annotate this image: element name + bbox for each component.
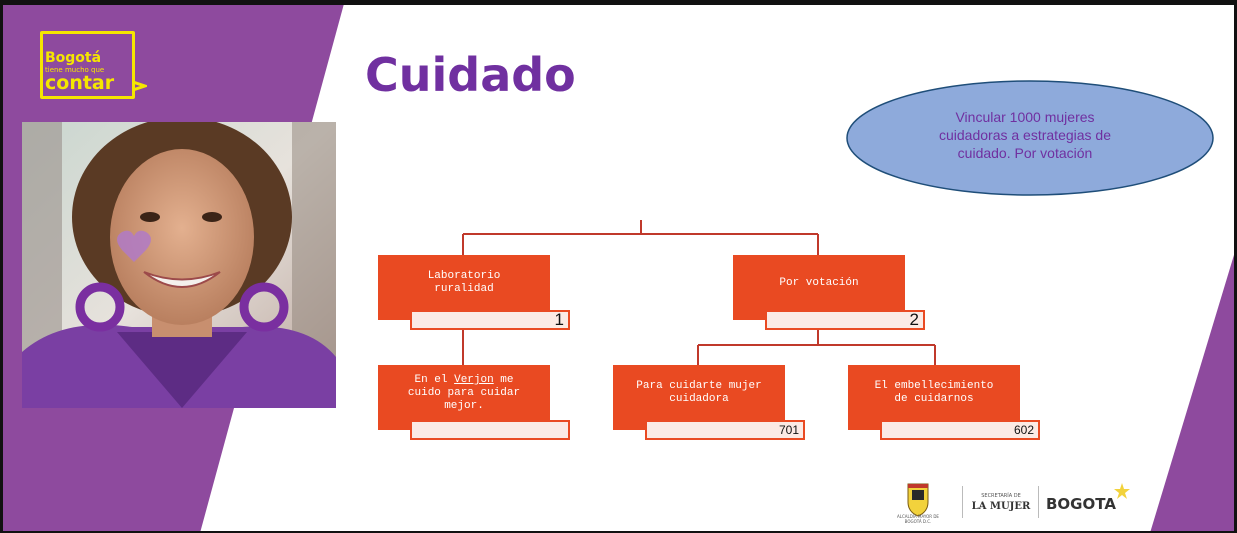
footer-separator xyxy=(1038,486,1039,518)
node-label-line: ruralidad xyxy=(434,283,494,295)
tree-node-cuidadora-value: 701 xyxy=(645,420,805,440)
node-label-line: mejor. xyxy=(444,400,484,412)
tree-node-votacion-value: 2 xyxy=(765,310,925,330)
tree-connectors xyxy=(462,220,936,365)
node-label-line: cuido para cuidar xyxy=(407,387,521,399)
portrait-photo xyxy=(22,122,336,408)
tree-node-votacion-label: Por votación xyxy=(733,277,905,290)
node-label-line: Laboratorio xyxy=(427,270,501,282)
tree-node-verjon-label: En el Verjon me cuido para cuidar mejor. xyxy=(378,374,550,413)
secretaria-big-text: LA MUJER xyxy=(971,501,1031,512)
node-label-line: En el Verjon me xyxy=(378,374,550,387)
tree-node-cuidadora xyxy=(613,365,785,430)
brand-logo-line3: contar xyxy=(45,72,115,94)
goal-ellipse xyxy=(846,80,1214,196)
tree-node-verjon xyxy=(378,365,550,430)
tree-node-embellecimiento-label: El embellecimiento de cuidarnos xyxy=(848,380,1020,406)
tree-node-verjon-value xyxy=(410,420,570,440)
brand-logo xyxy=(40,31,135,99)
tree-node-laboratorio-label: Laboratorio ruralidad xyxy=(378,270,550,296)
brand-logo-line1: Bogotá xyxy=(45,50,102,66)
tree-node-embellecimiento xyxy=(848,365,1020,430)
node-label-part: me xyxy=(493,374,514,386)
goal-line-3: cuidado. Por votación xyxy=(957,145,1093,161)
tree-node-cuidadora-label: Para cuidarte mujer cuidadora xyxy=(613,380,785,406)
goal-line-1: Vincular 1000 mujeres xyxy=(955,109,1095,125)
brand-logo-line2: tiene mucho que xyxy=(45,66,105,74)
frame-right-border xyxy=(1234,0,1237,533)
node-label-line: cuidadora xyxy=(669,393,729,405)
node-label-underlined: Verjon xyxy=(454,374,494,386)
node-label-line: Por votación xyxy=(779,277,859,289)
city-shield-caption: ALCALDÍA MAYOR DE BOGOTÁ D.C. xyxy=(897,514,939,524)
star-icon xyxy=(1114,483,1130,499)
frame-bottom-border xyxy=(0,531,1237,533)
speech-bubble-tail-icon xyxy=(133,80,147,92)
node-label-line: de cuidarnos xyxy=(894,393,974,405)
footer-separator xyxy=(962,486,963,518)
tree-node-laboratorio xyxy=(378,255,550,320)
city-shield-icon xyxy=(907,483,929,517)
goal-ellipse-text: Vincular 1000 mujeres cuidadoras a estra… xyxy=(870,108,1180,162)
right-purple-corner xyxy=(1150,245,1237,533)
node-label-line: Para cuidarte mujer xyxy=(636,380,762,392)
tree-node-votacion xyxy=(733,255,905,320)
bogota-wordmark: BOGOTA xyxy=(1046,495,1116,513)
secretaria-small-text: SECRETARÍA DE xyxy=(981,493,1021,499)
tree-node-embellecimiento-value: 602 xyxy=(880,420,1040,440)
tree-node-laboratorio-value: 1 xyxy=(410,310,570,330)
node-label-line: El embellecimiento xyxy=(874,380,994,392)
frame-top-border xyxy=(0,0,1237,5)
slide-title: Cuidado xyxy=(365,48,576,102)
frame-left-border xyxy=(0,0,3,533)
node-label-part: En el xyxy=(414,374,455,386)
goal-line-2: cuidadoras a estrategias de xyxy=(939,127,1111,143)
